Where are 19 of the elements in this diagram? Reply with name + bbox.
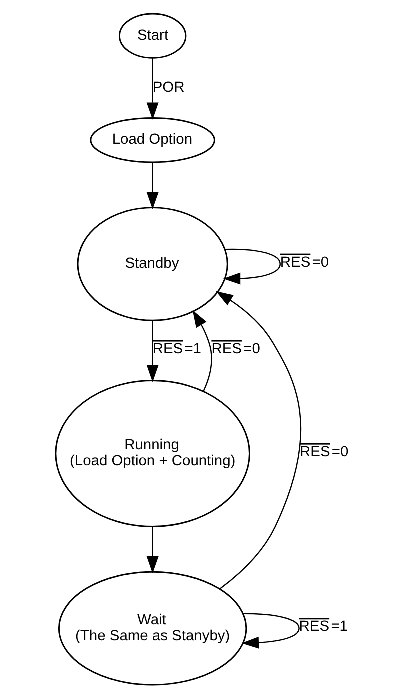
node-ellipse: Start [118,13,187,59]
arrow [223,248,281,285]
arrow [192,310,212,392]
edge-label: RES=1 [152,341,202,358]
arrow [146,321,159,382]
arrow [216,291,302,590]
edge-label: POR [152,80,185,96]
arrow [146,58,159,120]
node-ellipse: Standby [77,207,228,322]
arrow [146,162,159,210]
node-ellipse: Load Option [90,118,216,164]
edge-label: RES=0 [212,341,260,358]
arrow [146,527,159,574]
node-ellipse: Running (Load Option + Counting) [55,380,250,528]
arrow [242,613,300,649]
edge-label: RES=0 [280,254,330,271]
edge-label: RES=1 [299,619,348,636]
edge-label: RES=0 [300,444,349,460]
node-ellipse: Wait (The Same as Stanyby) [58,571,248,686]
